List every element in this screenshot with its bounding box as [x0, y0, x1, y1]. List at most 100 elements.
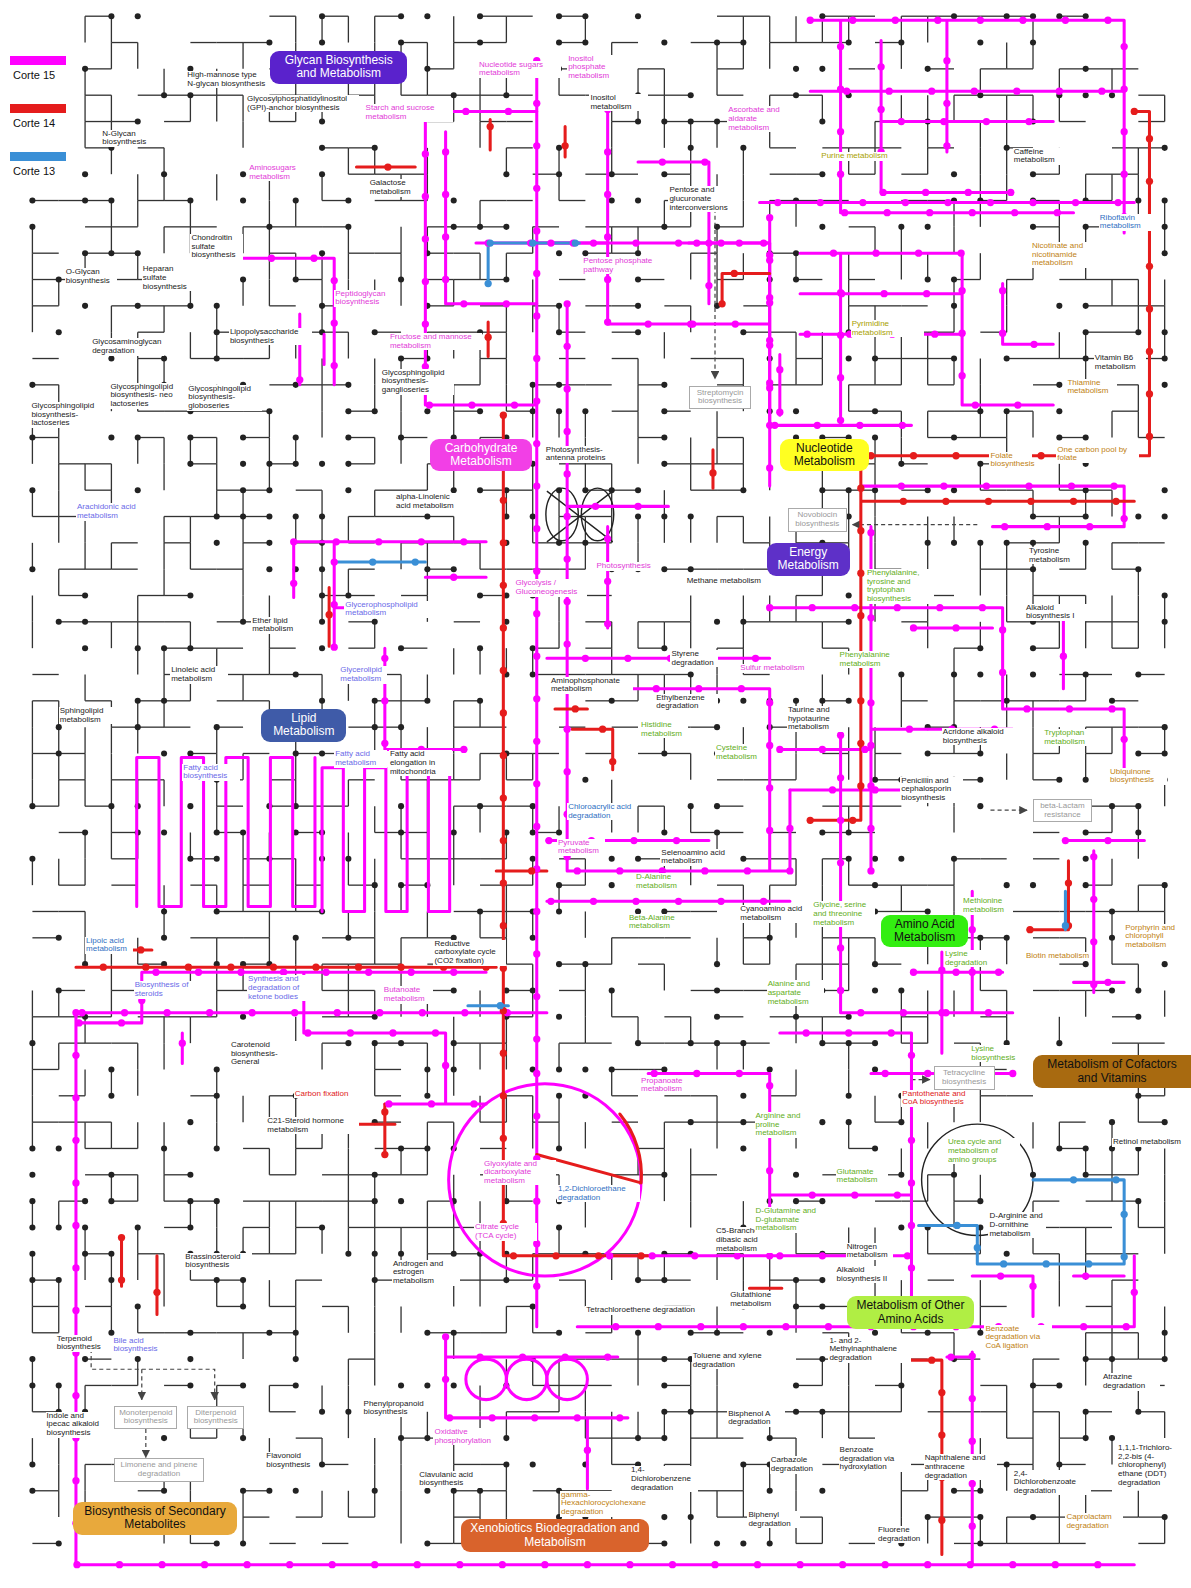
- pathway-line: [401, 358, 427, 359]
- pathway-line: [796, 95, 822, 96]
- pathway-line: [322, 1042, 348, 1043]
- pathway-line: [928, 753, 954, 754]
- pathway-line: [848, 938, 849, 964]
- pathway-line: [269, 1280, 270, 1306]
- pathway-line: [848, 1385, 849, 1411]
- pathway-line: [822, 963, 848, 964]
- pathway-line: [874, 438, 875, 464]
- pathway-line: [717, 1016, 743, 1017]
- pathway-line: [690, 1438, 691, 1464]
- pathway-line: [1006, 1017, 1007, 1043]
- pathway-line: [532, 385, 533, 411]
- pathway-line: [32, 701, 33, 727]
- pathway-line: [84, 1017, 85, 1043]
- pathway-line: [111, 306, 112, 332]
- pathway-line: [243, 516, 269, 517]
- pathway-line: [401, 595, 427, 596]
- pathway-line: [585, 990, 586, 1016]
- pathway-line: [137, 1306, 138, 1332]
- pathway-line: [453, 517, 454, 543]
- pathway-line: [612, 121, 638, 122]
- pathway-line: [1007, 1095, 1033, 1096]
- pathway-line: [479, 201, 480, 227]
- pathway-line: [296, 753, 322, 754]
- pathway-line: [638, 279, 664, 280]
- pathway-line: [1112, 1174, 1138, 1175]
- pathway-line: [137, 727, 138, 753]
- pathway-line: [58, 753, 59, 779]
- pathway-line: [1112, 1016, 1138, 1017]
- pathway-line: [84, 1385, 85, 1411]
- pathway-line: [612, 700, 638, 701]
- pathway-line: [1111, 490, 1112, 516]
- pathway-line: [32, 1122, 33, 1148]
- pathway-line: [138, 358, 164, 359]
- pathway-line: [875, 305, 901, 306]
- pathway-line: [295, 753, 296, 779]
- pathway-line: [217, 516, 243, 517]
- pathway-line: [980, 622, 981, 648]
- pathway-line: [1033, 858, 1059, 859]
- pathway-line: [163, 359, 164, 385]
- pathway-line: [348, 1201, 349, 1227]
- pathway-line: [1138, 121, 1164, 122]
- pathway-line: [664, 69, 665, 95]
- pathway-line: [849, 305, 875, 306]
- pathway-line: [453, 1333, 454, 1359]
- pathway-line: [954, 648, 980, 649]
- pathway-line: [242, 596, 243, 622]
- pathway-line: [32, 1017, 33, 1043]
- pathway-line: [743, 858, 769, 859]
- pathway-line: [32, 780, 33, 806]
- pathway-line: [558, 885, 559, 911]
- pathway-line: [1138, 385, 1139, 411]
- pathway-line: [1033, 911, 1059, 912]
- pathway-line: [138, 411, 164, 412]
- pathway-line: [58, 438, 59, 464]
- pathway-line: [111, 542, 137, 543]
- pathway-line: [85, 68, 111, 69]
- pathway-line: [691, 1095, 717, 1096]
- pathway-line: [269, 201, 270, 227]
- pathway-line: [374, 385, 375, 411]
- pathway-line: [559, 1042, 585, 1043]
- pathway-line: [770, 42, 796, 43]
- pathway-line: [190, 517, 191, 543]
- pathway-line: [558, 1096, 559, 1122]
- pathway-line: [506, 1279, 532, 1280]
- pathway-line: [217, 648, 243, 649]
- pathway-line: [664, 1254, 665, 1280]
- pathway-line: [58, 859, 59, 885]
- pathway-line: [796, 1385, 822, 1386]
- pathway-line: [59, 1200, 85, 1201]
- pathway-line: [1086, 1332, 1112, 1333]
- pathway-line: [691, 1174, 717, 1175]
- pathway-line: [375, 174, 401, 175]
- pathway-line: [111, 1200, 137, 1201]
- pathway-line: [954, 1543, 980, 1544]
- pathway-line: [242, 674, 243, 700]
- pathway-line: [690, 1517, 691, 1543]
- pathway-line: [664, 95, 665, 121]
- pathway-line: [664, 463, 690, 464]
- pathway-line: [401, 174, 427, 175]
- pathway-line: [242, 517, 243, 543]
- pathway-line: [874, 753, 875, 779]
- pathway-line: [138, 1332, 164, 1333]
- pathway-line: [1059, 1543, 1085, 1544]
- pathway-line: [506, 253, 507, 279]
- pathway-line: [1059, 622, 1060, 648]
- pathway-line: [612, 1016, 638, 1017]
- pathway-line: [953, 306, 954, 332]
- pathway-line: [427, 279, 453, 280]
- pathway-line: [901, 43, 902, 69]
- pathway-line: [1111, 596, 1112, 622]
- pathway-line: [454, 1464, 480, 1465]
- pathway-line: [374, 16, 375, 42]
- pathway-line: [348, 595, 374, 596]
- pathway-line: [242, 95, 243, 121]
- pathway-line: [611, 464, 612, 490]
- pathway-line: [848, 385, 849, 411]
- pathway-line: [164, 726, 190, 727]
- pathway-line: [980, 1096, 981, 1122]
